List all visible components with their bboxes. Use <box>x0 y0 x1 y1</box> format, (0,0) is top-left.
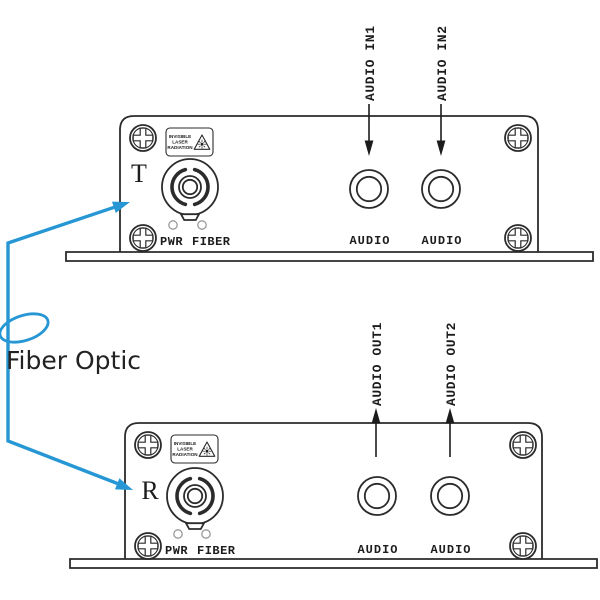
device-body <box>119 115 539 252</box>
screw-icon <box>509 532 537 560</box>
cable-arrowhead-bottom <box>114 478 133 490</box>
audio-jack-label: AUDIO <box>421 234 462 248</box>
cable-loop <box>0 312 50 344</box>
pwr-led <box>168 220 178 230</box>
screw-icon <box>129 124 157 152</box>
laser-star-icon <box>202 446 212 456</box>
device-base-flange <box>69 558 598 569</box>
receiver-device: R INVISIBLE LASER RADIATION PWR FIBER <box>69 322 598 569</box>
warning-line3: RADIATION <box>167 145 193 150</box>
audio-jack-label: AUDIO <box>357 543 398 557</box>
audio-out1-arrow <box>371 408 381 457</box>
warning-line3: RADIATION <box>172 452 198 457</box>
audio-out2-label: AUDIO OUT2 <box>444 322 459 406</box>
audio-in2-label: AUDIO IN2 <box>435 25 450 101</box>
audio-in1-label: AUDIO IN1 <box>363 25 378 101</box>
device-role-label: T <box>131 159 147 188</box>
laser-star-icon <box>197 139 207 149</box>
fiber-cable-label: Fiber Optic <box>6 346 141 375</box>
screw-icon <box>134 431 162 459</box>
fiber-cable: Fiber Optic <box>0 201 141 490</box>
screw-icon <box>504 124 532 152</box>
audio-jack <box>357 476 397 516</box>
laser-warning-icon: INVISIBLE LASER RADIATION <box>170 434 219 464</box>
audio-jack-label: AUDIO <box>430 543 471 557</box>
fiber-connector <box>161 158 219 221</box>
device-role-label: R <box>141 476 159 505</box>
screw-icon <box>129 224 157 252</box>
fiber-led-label: FIBER <box>192 235 231 249</box>
cable-arrowhead-top <box>111 201 130 214</box>
audio-in1-arrow <box>364 104 374 156</box>
fiber-led <box>197 220 207 230</box>
audio-jack <box>430 476 470 516</box>
fiber-connector <box>166 467 224 530</box>
audio-out1-label: AUDIO OUT1 <box>370 322 385 406</box>
warning-line1: INVISIBLE <box>169 134 191 139</box>
device-base-flange <box>65 251 594 262</box>
audio-jack <box>421 169 461 209</box>
screw-icon <box>134 532 162 560</box>
audio-in2-arrow <box>436 104 446 156</box>
warning-line1: INVISIBLE <box>174 441 196 446</box>
fiber-led-label: FIBER <box>197 544 236 558</box>
pwr-led-label: PWR <box>165 544 188 558</box>
fiber-led <box>201 529 211 539</box>
warning-line2: LASER <box>177 447 193 452</box>
laser-warning-icon: INVISIBLE LASER RADIATION <box>165 127 214 157</box>
device-body <box>124 422 543 559</box>
warning-line2: LASER <box>172 140 188 145</box>
audio-out2-arrow <box>445 408 455 457</box>
audio-jack <box>349 169 389 209</box>
pwr-led <box>173 529 183 539</box>
transmitter-device: T INVISIBLE LASER RADIATION PWR FIBER <box>65 25 594 262</box>
screw-icon <box>504 224 532 252</box>
pwr-led-label: PWR <box>160 235 183 249</box>
screw-icon <box>509 431 537 459</box>
audio-jack-label: AUDIO <box>349 234 390 248</box>
